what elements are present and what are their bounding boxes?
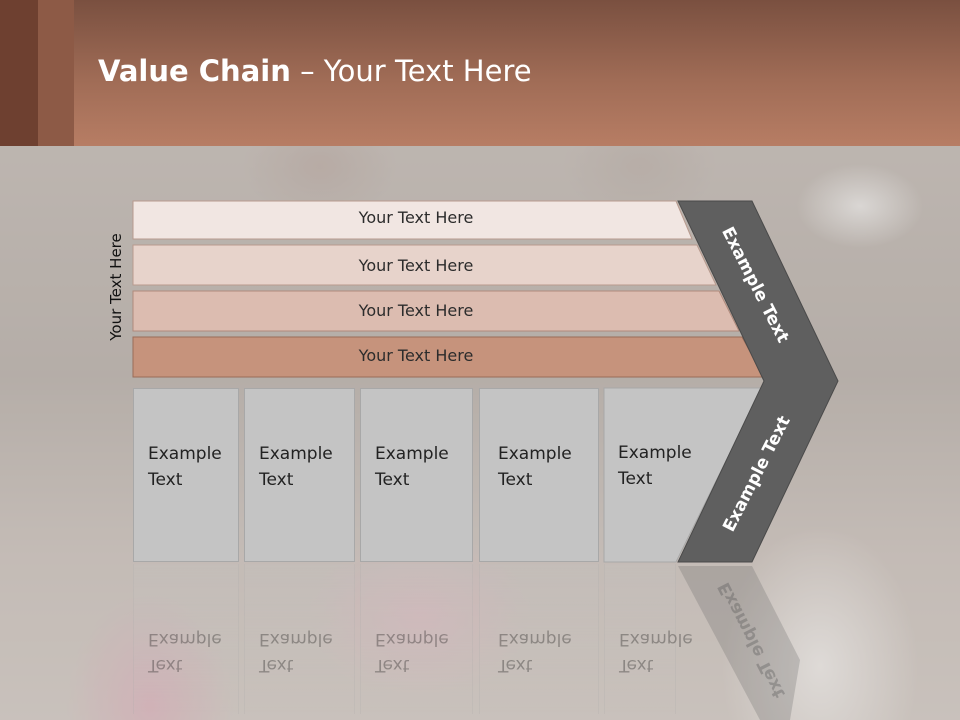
reflection-line: Text	[375, 655, 410, 675]
header-band	[0, 0, 960, 146]
reflection-line: Text	[259, 655, 294, 675]
stripe-1	[132, 200, 693, 240]
reflection-text: Text Example	[259, 626, 333, 678]
box-line-2: Text	[148, 470, 183, 490]
box-reflection-4: Text Example	[479, 564, 599, 714]
box-line-2: Text	[259, 470, 294, 490]
reflection-text: Text Example	[498, 626, 572, 678]
box-line-2: Text	[375, 470, 410, 490]
stripe-label-2: Your Text Here	[358, 256, 474, 275]
stripe-3	[132, 290, 740, 332]
reflection-line: Example	[619, 629, 693, 649]
box-5-shape	[603, 387, 763, 563]
header-accent-mid	[38, 0, 74, 146]
reflection-line: Example	[498, 629, 572, 649]
box-reflection-1: Text Example	[133, 564, 239, 714]
chevron-arrow	[677, 200, 839, 563]
stripe-label-4: Your Text Here	[358, 346, 474, 365]
stripe-label-1: Your Text Here	[358, 208, 474, 227]
page-title: Value Chain – Your Text Here	[98, 54, 532, 88]
header-accent-dark	[0, 0, 38, 146]
box-line-2: Text	[498, 470, 533, 490]
box-line-1: Example	[148, 444, 222, 464]
reflection-text: Text Example	[148, 626, 222, 678]
reflection-line: Example	[148, 629, 222, 649]
box-line-1: Example	[618, 443, 692, 463]
box-line-1: Example	[498, 444, 572, 464]
box-line-1: Example	[375, 444, 449, 464]
title-bold: Value Chain	[98, 54, 291, 88]
reflection-line: Text	[148, 655, 183, 675]
title-rest: – Your Text Here	[290, 54, 532, 88]
box-line-1: Example	[259, 444, 333, 464]
box-reflection-2: Text Example	[244, 564, 355, 714]
reflection-line: Text	[498, 655, 533, 675]
box-line-2: Text	[618, 469, 653, 489]
box-reflection-3: Text Example	[360, 564, 473, 714]
reflection-line: Example	[375, 629, 449, 649]
stripe-label-3: Your Text Here	[358, 301, 474, 320]
reflection-line: Text	[619, 655, 654, 675]
reflection-text: Text Example	[375, 626, 449, 678]
box-reflection-5: Text Example	[604, 564, 693, 714]
reflection-line: Example	[259, 629, 333, 649]
stripe-2	[132, 244, 717, 286]
reflection-text: Text Example	[619, 626, 693, 678]
chevron-arrow-reflection	[678, 566, 800, 720]
